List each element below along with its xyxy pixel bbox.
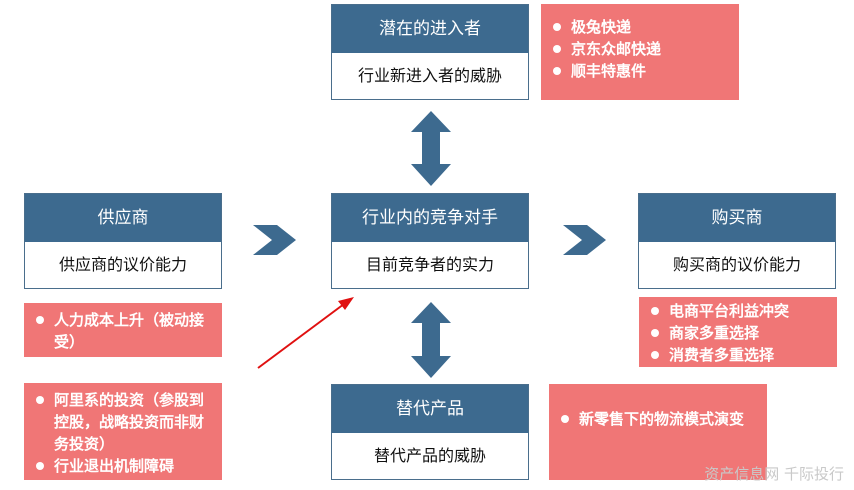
entrants-note-item: 顺丰特惠件: [551, 60, 729, 82]
potential-entrants-box: 潜在的进入者 行业新进入者的威胁: [331, 4, 529, 100]
suppliers-note-item: 阿里系的投资（参股到控股，战略投资而非财务投资）: [34, 389, 212, 455]
red-arrow-line: [257, 303, 345, 369]
double-arrow-icon-top: [411, 111, 451, 186]
substitutes-title: 替代产品: [332, 385, 528, 433]
potential-entrants-subtitle: 行业新进入者的威胁: [357, 66, 502, 85]
buyers-subtitle: 购买商的议价能力: [672, 255, 801, 274]
substitutes-note: 新零售下的物流模式演变: [549, 384, 767, 480]
chevron-right-icon-left: [253, 225, 296, 255]
suppliers-note-item: 人力成本上升（被动接受）: [34, 309, 212, 353]
suppliers-note-2: 阿里系的投资（参股到控股，战略投资而非财务投资） 行业退出机制障碍: [24, 383, 222, 480]
buyers-note-item: 消费者多重选择: [649, 344, 827, 366]
entrants-note-item: 极兔快递: [551, 16, 729, 38]
buyers-box: 购买商 购买商的议价能力: [638, 193, 836, 289]
suppliers-box: 供应商 供应商的议价能力: [24, 193, 222, 289]
suppliers-note-1: 人力成本上升（被动接受）: [24, 303, 222, 357]
buyers-title: 购买商: [639, 194, 835, 242]
rivalry-subtitle: 目前竞争者的实力: [365, 255, 494, 274]
suppliers-subtitle: 供应商的议价能力: [58, 255, 187, 274]
entrants-note-item: 京东众邮快递: [551, 38, 729, 60]
suppliers-title: 供应商: [25, 194, 221, 242]
entrants-note: 极兔快递 京东众邮快递 顺丰特惠件: [541, 4, 739, 100]
chevron-right-icon-right: [563, 225, 606, 255]
substitutes-box: 替代产品 替代产品的威胁: [331, 384, 529, 480]
double-arrow-icon-bottom: [411, 302, 451, 378]
substitutes-subtitle: 替代产品的威胁: [373, 446, 486, 465]
buyers-note-item: 电商平台利益冲突: [649, 300, 827, 322]
substitutes-note-item: 新零售下的物流模式演变: [559, 408, 757, 430]
potential-entrants-title: 潜在的进入者: [332, 5, 528, 53]
red-arrow-head-icon: [338, 297, 354, 310]
buyers-note-item: 商家多重选择: [649, 322, 827, 344]
buyers-note: 电商平台利益冲突 商家多重选择 消费者多重选择: [639, 297, 837, 367]
watermark: 资产信息网 千际投行: [704, 465, 844, 483]
rivalry-box: 行业内的竞争对手 目前竞争者的实力: [331, 193, 529, 289]
rivalry-title: 行业内的竞争对手: [332, 194, 528, 242]
suppliers-note-item: 行业退出机制障碍: [34, 455, 212, 477]
